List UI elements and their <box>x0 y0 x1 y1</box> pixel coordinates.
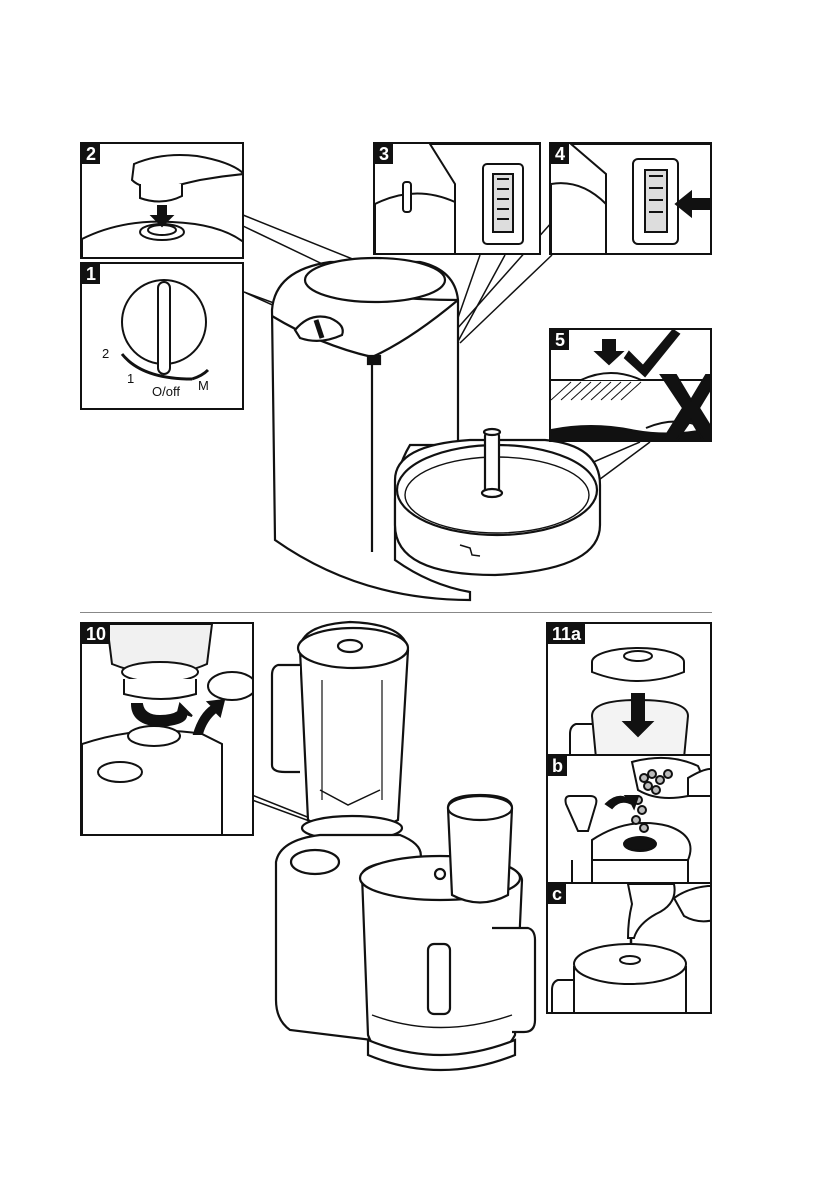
step-number: 4 <box>551 144 569 164</box>
blender-attach-illustration <box>82 624 254 836</box>
panel-step-11a: 11a <box>546 622 712 756</box>
surface-check-illustration <box>551 330 712 442</box>
panel-step-11c: c <box>546 882 712 1014</box>
step-number: 5 <box>551 330 569 350</box>
step-number: 1 <box>82 264 100 284</box>
blender-jug <box>272 622 408 840</box>
lid-cap-illustration <box>82 144 244 259</box>
step-number: 3 <box>375 144 393 164</box>
step-number: 10 <box>82 624 110 644</box>
section-divider <box>80 612 712 613</box>
dial-setting-m: M <box>198 378 209 393</box>
cover-insert-illustration <box>551 144 712 255</box>
panel-step-11b: b <box>546 754 712 884</box>
panel-step-10: 10 <box>80 622 254 836</box>
panel-step-4: 4 <box>549 142 712 255</box>
bowl-base <box>395 429 600 575</box>
pour-liquid-illustration <box>548 884 712 1014</box>
step-number: 11a <box>548 624 585 644</box>
panel-step-2: 2 <box>80 142 244 259</box>
panel-step-5: 5 <box>549 328 712 442</box>
dial-setting-off: O/off <box>152 384 180 399</box>
safety-switch-illustration <box>375 144 541 255</box>
step-number: b <box>548 756 567 776</box>
panel-step-3: 3 <box>373 142 541 255</box>
dial-setting-2: 2 <box>102 346 109 361</box>
panel-step-1: 1 2 1 O/off M <box>80 262 244 410</box>
add-ingredients-illustration <box>548 756 712 884</box>
step-number: c <box>548 884 566 904</box>
dial-setting-1: 1 <box>127 371 134 386</box>
step-number: 2 <box>82 144 100 164</box>
